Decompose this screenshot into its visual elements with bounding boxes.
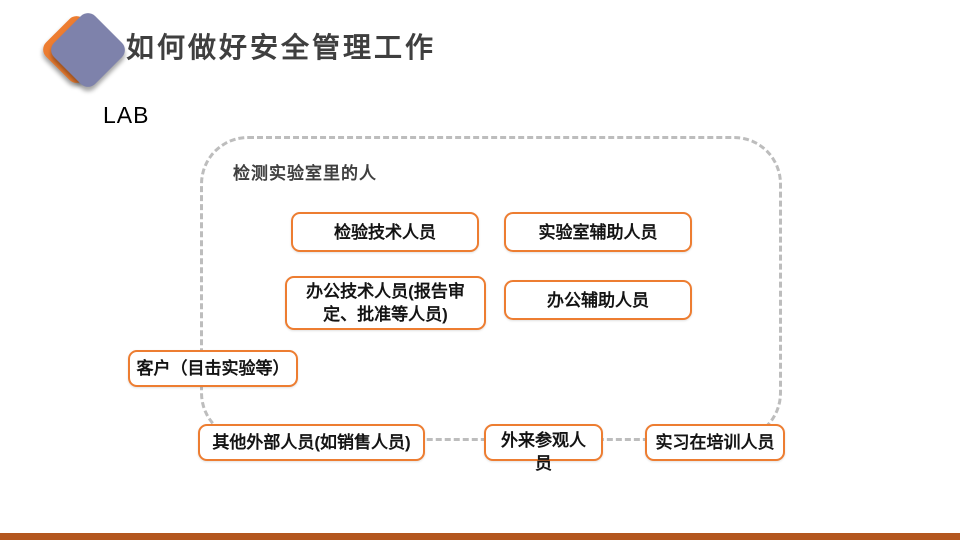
box-other-external-staff-label: 其他外部人员(如销售人员) [212,433,411,452]
box-other-external-staff: 其他外部人员(如销售人员) [198,424,425,461]
container-label: 检测实验室里的人 [233,164,377,184]
box-office-assistants: 办公辅助人员 [504,280,692,320]
box-lab-assistants-label: 实验室辅助人员 [538,222,658,242]
slide-logo [20,4,130,94]
box-test-technicians: 检验技术人员 [291,212,479,252]
box-customers: 客户（目击实验等） [128,350,298,387]
box-office-technicians-label: 办公技术人员(报告审定、批准等人员) [306,282,465,324]
box-customers-label: 客户（目击实验等） [136,359,290,378]
footer-accent-bar [0,533,960,540]
lab-label: LAB [103,102,150,128]
box-lab-assistants: 实验室辅助人员 [504,212,692,252]
box-visitors-label: 外来参观人员 [501,431,586,473]
box-trainees-label: 实习在培训人员 [655,433,775,452]
box-visitors: 外来参观人员 [484,424,603,473]
box-test-technicians-label: 检验技术人员 [334,222,436,242]
box-trainees: 实习在培训人员 [645,424,785,461]
logo-purple-diamond-icon [46,8,130,92]
slide-title: 如何做好安全管理工作 [126,31,437,64]
box-office-assistants-label: 办公辅助人员 [547,290,649,310]
box-office-technicians: 办公技术人员(报告审定、批准等人员) [285,276,486,330]
